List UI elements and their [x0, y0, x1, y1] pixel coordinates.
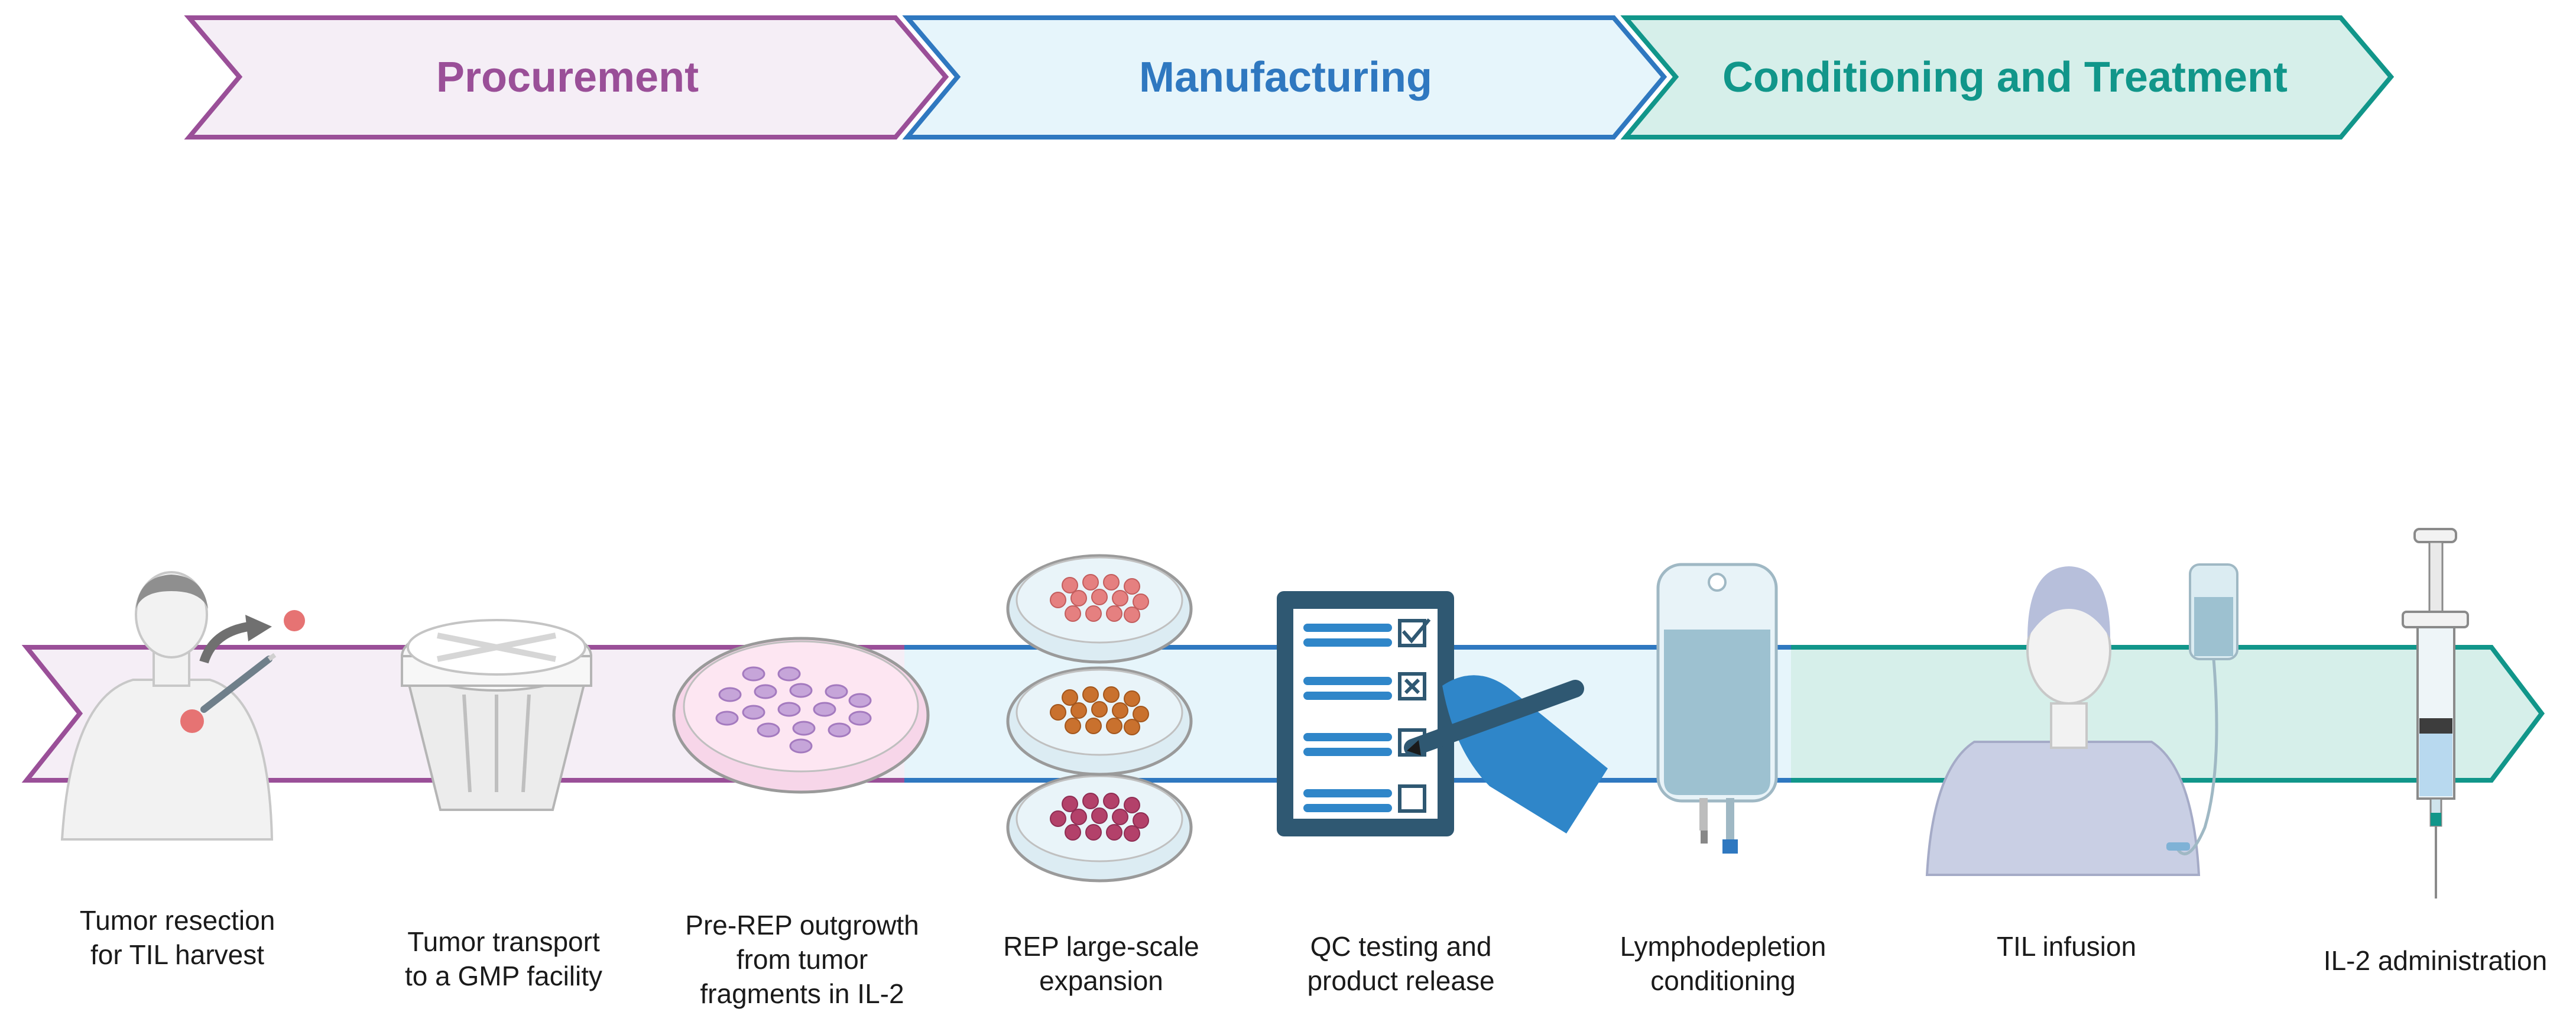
phase-label-procurement: Procurement — [436, 54, 699, 101]
transport-container-icon — [401, 619, 592, 811]
step-label-qc-testing: QC testing and product release — [1307, 931, 1495, 996]
phase-chevron-conditioning-treatment: Conditioning and Treatment — [1620, 15, 2395, 140]
iv-bag-icon — [1656, 563, 1778, 854]
step-label-il2-administration: IL-2 administration — [2323, 945, 2548, 976]
step-label-tumor-transport: Tumor transport to a GMP facility — [404, 926, 603, 991]
step-label-tumor-resection: Tumor resection for TIL harvest — [79, 905, 275, 970]
step-label-til-infusion: TIL infusion — [1996, 931, 2137, 962]
step-label-rep-expansion: REP large-scale expansion — [1003, 931, 1199, 996]
phase-chevron-procurement: Procurement — [184, 15, 949, 140]
phase-chevron-manufacturing: Manufacturing — [902, 15, 1667, 140]
phase-label-manufacturing: Manufacturing — [1139, 54, 1432, 101]
checklist-clipboard-icon — [1277, 591, 1608, 836]
petri-dish-icon — [672, 637, 930, 794]
phase-label-conditioning-treatment: Conditioning and Treatment — [1722, 54, 2288, 101]
patient-surgery-icon — [60, 571, 305, 841]
patient-infusion-icon — [1925, 563, 2238, 876]
step-label-pre-rep-outgrowth: Pre-REP outgrowth from tumor fragments i… — [685, 910, 919, 1009]
stacked-petri-dishes-icon — [1006, 554, 1193, 883]
syringe-icon — [2402, 528, 2469, 899]
step-label-lymphodepletion: Lymphodepletion conditioning — [1620, 931, 1826, 996]
